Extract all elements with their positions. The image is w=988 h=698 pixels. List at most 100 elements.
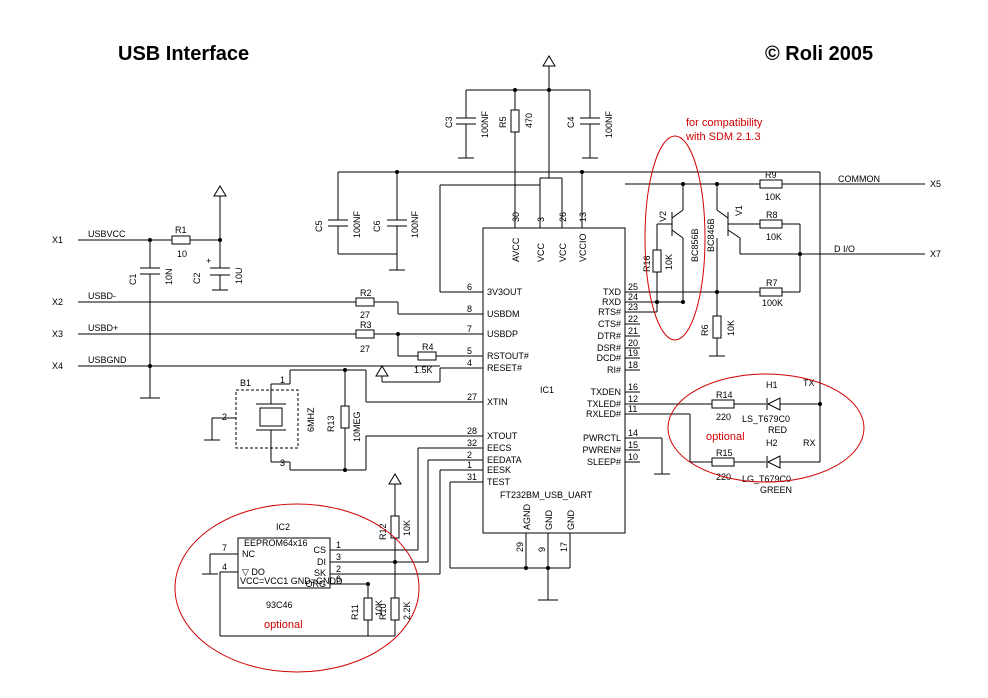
h1-color: RED [768, 425, 788, 435]
ic1-pin-name: TEST [487, 477, 511, 487]
transistor-section: R9 10K COMMON X5 V2 BC856B R16 10K V1 [625, 170, 941, 462]
ic1-pin-name: 3V3OUT [487, 287, 523, 297]
supply-decoupling: C3 100NF R5 470 C4 100NF C5 100NF [314, 55, 820, 271]
ic1-pin-name: AVCC [511, 237, 521, 262]
r16-value: 10K [664, 254, 674, 270]
compat-note-line2: with SDM 2.1.3 [685, 131, 761, 143]
ic1-pin-num: 21 [628, 326, 638, 336]
r3-value: 27 [360, 344, 370, 354]
r1-value: 10 [177, 249, 187, 259]
ic1-pin-name: TXD [603, 287, 622, 297]
ic1-pin-num: 9 [537, 547, 547, 552]
ic1-pin-name: XTIN [487, 397, 508, 407]
ic1-pin-name: VCC [558, 242, 568, 262]
x1-label: X1 [52, 235, 63, 245]
ic1-pin-num: 17 [559, 542, 569, 552]
ic2-part: 93C46 [266, 600, 293, 610]
c6-value: 100NF [410, 210, 420, 238]
annotations: for compatibility with SDM 2.1.3 optiona… [174, 117, 865, 673]
ic1-pin-num: 24 [628, 292, 638, 302]
ic1-pin-name: DCD# [596, 353, 621, 363]
c5-value: 100NF [352, 210, 362, 238]
ic1-pin-name: RTS# [598, 307, 621, 317]
c2-plus: + [206, 256, 211, 266]
ic1-pin-num: 7 [467, 324, 472, 334]
h2-ref: H2 [766, 438, 778, 448]
r12-value: 10K [402, 520, 412, 536]
ic2-pin-num: 7 [222, 543, 227, 553]
ic1-pin-name: VCC [536, 242, 546, 262]
h1-ref: H1 [766, 380, 778, 390]
ic1-pin-name: PWRCTL [583, 433, 621, 443]
r9-ref: R9 [765, 170, 777, 180]
led-section: R14 220 H1 LS_T679C0 RED TX R15 220 H2 L… [625, 378, 820, 495]
x2-net: USBD- [88, 291, 116, 301]
c6-ref: C6 [372, 220, 382, 232]
optional-led-note: optional [706, 431, 745, 443]
ic1-pin-num: 29 [515, 542, 525, 552]
ic2-pin-num: 1 [336, 540, 341, 550]
ic1-pin-num: 5 [467, 346, 472, 356]
r5-ref: R5 [498, 116, 508, 128]
r7-ref: R7 [766, 278, 778, 288]
ic2-pin-num: 3 [336, 552, 341, 562]
ic1-pin-num: 16 [628, 382, 638, 392]
h1-signal: TX [803, 378, 815, 388]
ic1-pin-num: 13 [578, 212, 588, 222]
c1-value: 10N [164, 268, 174, 285]
ic1-pin-name: GND [566, 510, 576, 531]
ic1-pin-num: 8 [467, 304, 472, 314]
ic1-pin-num: 23 [628, 302, 638, 312]
r16-ref: R16 [642, 255, 652, 272]
ic1-pin-name: RESET# [487, 363, 522, 373]
b1-pin3: 3 [280, 458, 285, 468]
ic1-pin-num: 10 [628, 452, 638, 462]
r4-value: 1.5K [414, 365, 433, 375]
v2-ref: V2 [658, 211, 668, 222]
ic1-pin-num: 30 [511, 212, 521, 222]
ic1-pin-num: 6 [467, 282, 472, 292]
ic1-ref: IC1 [540, 385, 554, 395]
x7-label: X7 [930, 249, 941, 259]
h1-part: LS_T679C0 [742, 414, 790, 424]
ic2-pin-name: CS [313, 545, 326, 555]
r13-value: 10MEG [352, 411, 362, 442]
ic2-pin-num: 4 [222, 562, 227, 572]
ic1-pin-num: 1 [467, 460, 472, 470]
ic1-pin-name: EEDATA [487, 455, 522, 465]
copyright: © Roli 2005 [765, 43, 873, 65]
c2-value: 10U [234, 267, 244, 284]
x3-label: X3 [52, 329, 63, 339]
ic1-pin-num: 11 [628, 404, 637, 414]
usb-data-resistors: R2 27 R3 27 R4 1.5K [220, 185, 483, 383]
r8-ref: R8 [766, 210, 778, 220]
h2-signal: RX [803, 438, 816, 448]
ic2-pin-name: NC [242, 549, 255, 559]
b1-ref: B1 [240, 378, 251, 388]
eeprom-section: IC2 EEPROM64x16 93C46 VCC=VCC1 GND=GNDD … [202, 447, 483, 637]
ic1-pin-name: VCCIO [578, 233, 588, 262]
ic1-pin-name: GND [544, 510, 554, 531]
r7-value: 100K [762, 298, 783, 308]
ic1-pin-num: 32 [467, 438, 477, 448]
ic2-pin-num: 6 [336, 574, 341, 584]
ic1-ground [449, 481, 571, 601]
r8-value: 10K [766, 232, 782, 242]
r14-ref: R14 [716, 390, 733, 400]
ic1-pin-num: 18 [628, 360, 638, 370]
r6-value: 10K [726, 320, 736, 336]
r14-value: 220 [716, 412, 731, 422]
x4-net: USBGND [88, 355, 127, 365]
c4-ref: C4 [566, 116, 576, 128]
ic1-pin-num: 28 [467, 426, 477, 436]
r13-ref: R13 [326, 415, 336, 432]
ic1-pin-name: DSR# [597, 343, 621, 353]
x2-label: X2 [52, 297, 63, 307]
ic2-type: EEPROM64x16 [244, 538, 308, 548]
r2-value: 27 [360, 310, 370, 320]
ic1-pin-num: 26 [558, 212, 568, 222]
b1-pin1: 1 [280, 375, 285, 385]
